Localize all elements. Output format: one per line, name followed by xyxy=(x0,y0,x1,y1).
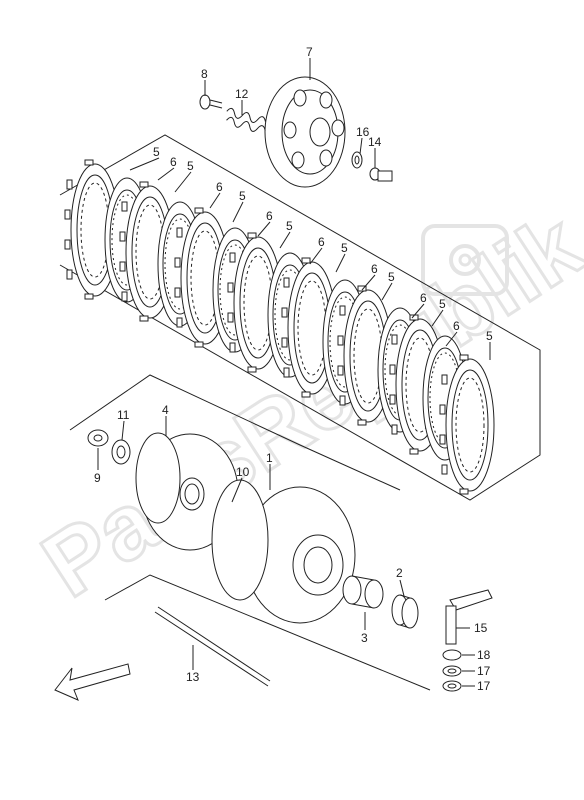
label-part-18: 18 xyxy=(477,648,491,662)
release-arm xyxy=(445,589,493,645)
push-rod xyxy=(154,606,271,687)
washer-lower xyxy=(442,680,462,692)
label-part-6: 6 xyxy=(453,319,460,333)
label-part-12: 12 xyxy=(235,87,249,101)
clutch-housing xyxy=(211,479,356,624)
label-part-13: 13 xyxy=(186,670,200,684)
label-part-16: 16 xyxy=(356,125,370,139)
gear-icon xyxy=(421,224,509,296)
lock-washer xyxy=(111,439,131,465)
label-part-5: 5 xyxy=(341,241,348,255)
label-part-5: 5 xyxy=(239,189,246,203)
washer-upper xyxy=(442,665,462,677)
label-part-1: 1 xyxy=(266,451,273,465)
label-part-7: 7 xyxy=(306,45,313,59)
label-part-2: 2 xyxy=(396,566,403,580)
lower-assembly-outline xyxy=(69,374,401,491)
label-part-6: 6 xyxy=(170,155,177,169)
nut xyxy=(87,429,109,447)
bearing xyxy=(351,151,363,169)
label-part-11: 11 xyxy=(117,408,130,422)
label-part-9: 9 xyxy=(94,471,101,485)
label-part-5: 5 xyxy=(187,159,194,173)
label-part-3: 3 xyxy=(361,631,368,645)
label-part-5: 5 xyxy=(286,219,293,233)
label-part-4: 4 xyxy=(162,403,169,417)
label-part-10: 10 xyxy=(236,465,250,479)
label-part-6: 6 xyxy=(318,235,325,249)
leader-lines xyxy=(97,58,491,687)
lower-assembly-outline xyxy=(104,574,431,691)
label-part-5: 5 xyxy=(153,145,160,159)
bolt xyxy=(199,94,223,110)
label-part-5: 5 xyxy=(486,329,493,343)
label-part-5: 5 xyxy=(388,270,395,284)
label-part-17: 17 xyxy=(477,664,491,678)
front-direction-arrow xyxy=(54,663,131,701)
pressure-plate xyxy=(264,76,346,188)
spacer xyxy=(391,594,419,629)
label-part-6: 6 xyxy=(216,180,223,194)
label-part-8: 8 xyxy=(201,67,208,81)
label-part-14: 14 xyxy=(368,135,382,149)
label-part-6: 6 xyxy=(371,262,378,276)
needle-bearing xyxy=(342,575,384,609)
plate-stack-outline xyxy=(59,134,541,501)
oil-seal xyxy=(442,649,462,661)
label-part-5: 5 xyxy=(439,297,446,311)
label-part-6: 6 xyxy=(420,291,427,305)
push-piece xyxy=(369,167,393,182)
label-part-15: 15 xyxy=(474,621,488,635)
spring xyxy=(226,107,266,132)
label-part-17: 17 xyxy=(477,679,491,693)
label-part-6: 6 xyxy=(266,209,273,223)
